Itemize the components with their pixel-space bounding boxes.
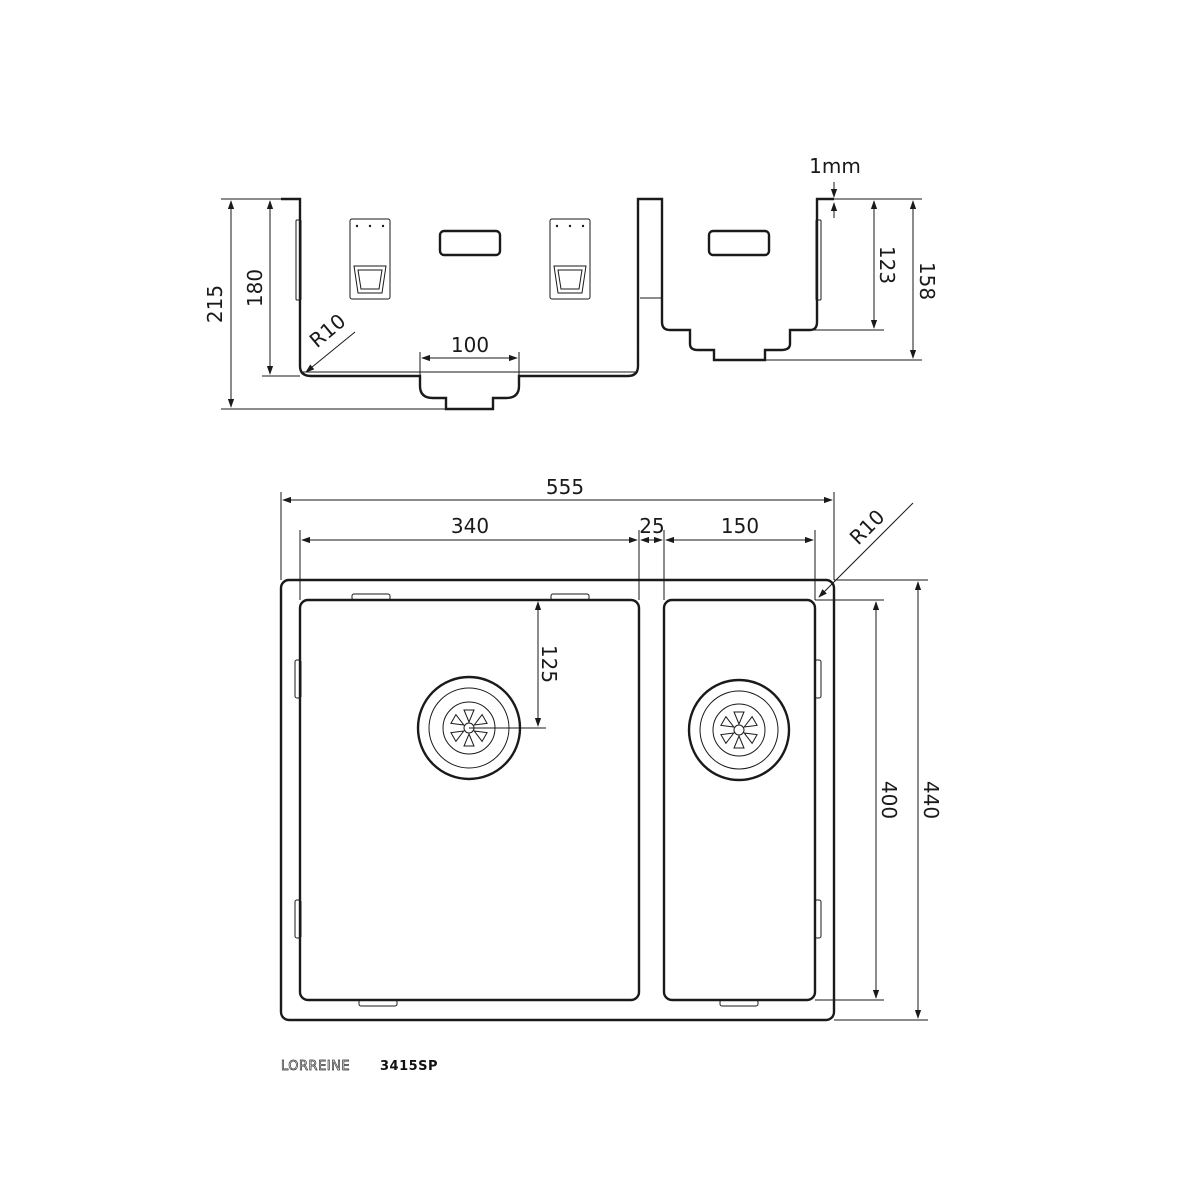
- sink-outer-frame: [279, 578, 836, 1022]
- brand-model: 3415SP: [380, 1059, 438, 1074]
- overflow-slot-small: [707, 229, 771, 257]
- dim-label-555: 555: [546, 475, 584, 499]
- dim-label-400: 400: [877, 781, 901, 819]
- dim-label-340: 340: [451, 514, 489, 538]
- wall-clip-right: [815, 219, 822, 301]
- drain-small: [687, 678, 791, 782]
- overflow-slot-main: [438, 229, 502, 257]
- radius-label-side: R10: [305, 309, 351, 353]
- brand-logo: LORREINE 3415SP: [281, 1059, 438, 1075]
- dim-label-25: 25: [639, 514, 664, 538]
- radius-leader-side: [305, 331, 356, 373]
- dim-label-1mm: 1mm: [809, 154, 861, 178]
- main-bowl: [298, 598, 641, 1002]
- dim-label-158: 158: [915, 262, 939, 300]
- brand-name: LORREINE: [281, 1059, 350, 1074]
- dim-label-215: 215: [203, 285, 227, 323]
- dim-label-180: 180: [243, 269, 267, 307]
- wall-clip-left: [295, 219, 302, 301]
- small-bowl: [662, 598, 817, 1002]
- dim-label-100: 100: [451, 333, 489, 357]
- side-view: 215 180 R10 100 1mm 123 158: [203, 154, 939, 411]
- main-bowl-profile: [281, 197, 834, 411]
- dim-label-123: 123: [875, 246, 899, 284]
- dim-label-150: 150: [721, 514, 759, 538]
- dim-label-440: 440: [919, 781, 943, 819]
- dim-label-125: 125: [537, 645, 561, 683]
- mounting-clip: [549, 218, 591, 300]
- mounting-clip: [349, 218, 391, 300]
- radius-label-top: R10: [845, 505, 890, 550]
- radius-leader-top: [818, 502, 914, 598]
- top-view: 555 340 25 150 R10 125 400 440: [279, 475, 943, 1022]
- frame-clips: [294, 593, 822, 1007]
